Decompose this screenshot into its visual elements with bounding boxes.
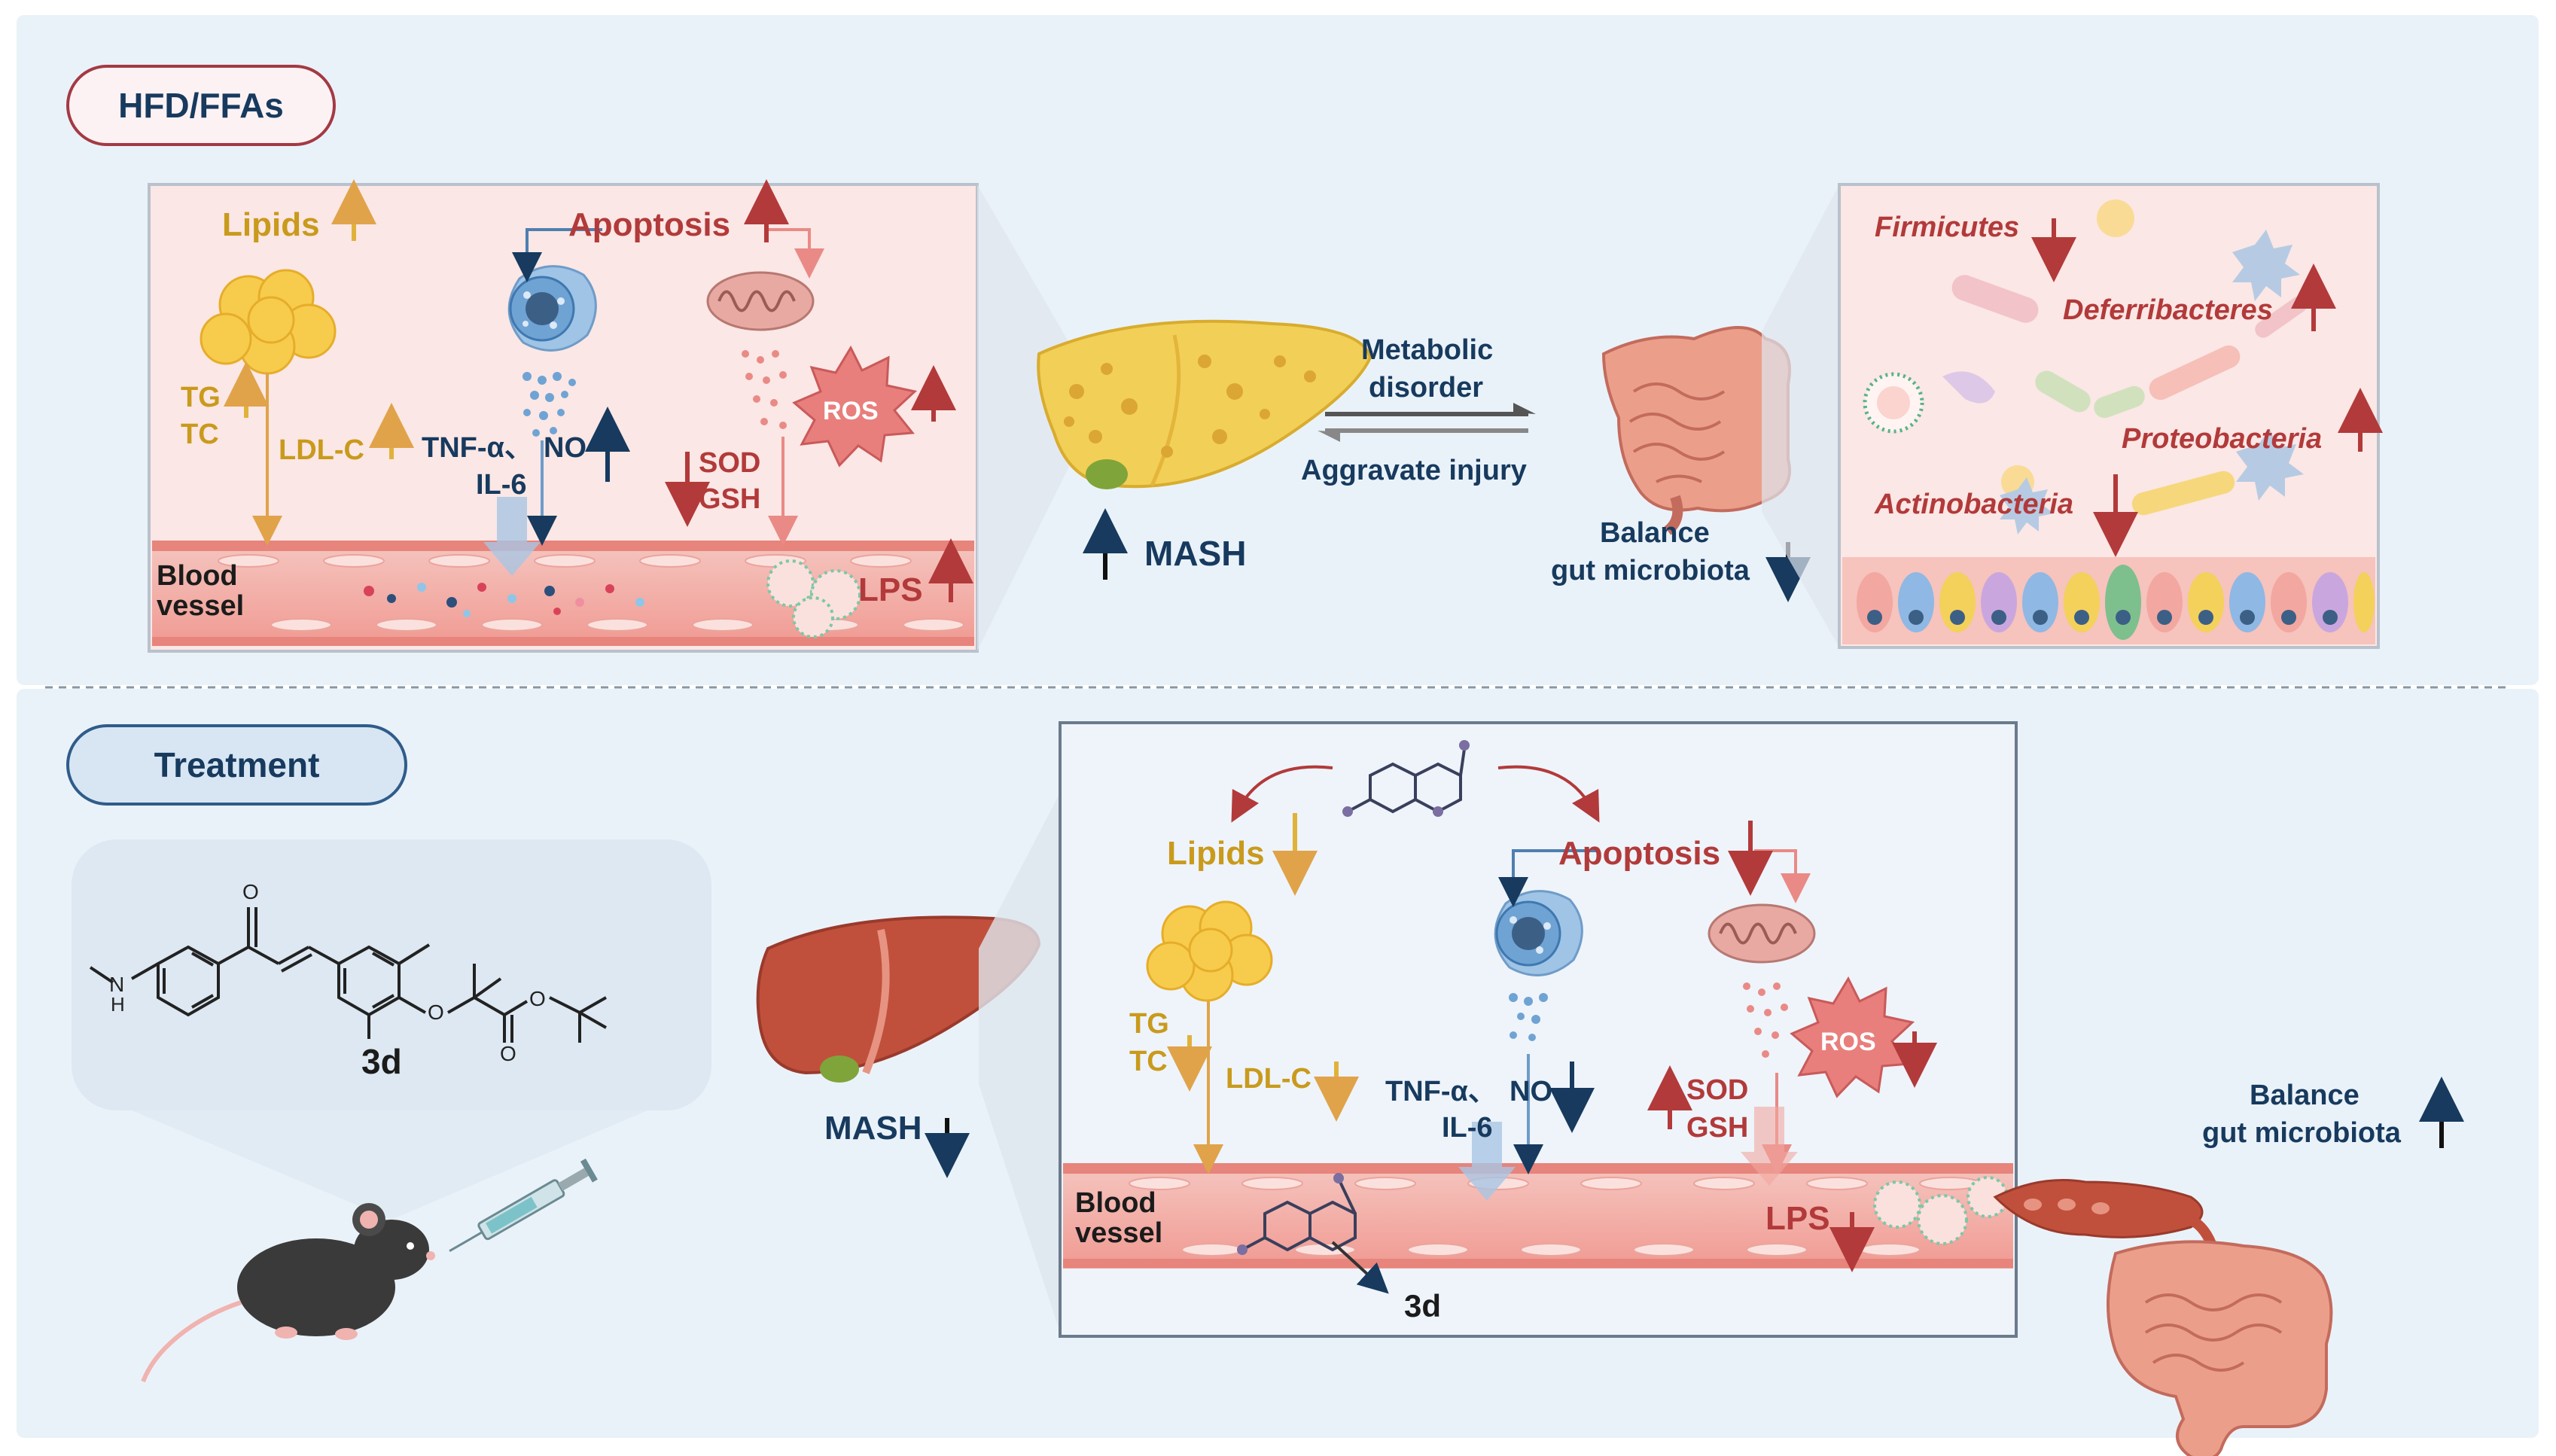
no-label-bottom: NO xyxy=(1510,1076,1552,1107)
mouse-illustration xyxy=(141,1203,435,1383)
blood-vessel-label-bottom-1: Blood xyxy=(1075,1187,1156,1219)
compound-3d-structure xyxy=(89,907,607,1043)
tnf-alpha-label-bottom: TNF-α、 xyxy=(1385,1076,1497,1107)
ldlc-label-bottom: LDL-C xyxy=(1226,1063,1312,1095)
compound-o-atom-2: O xyxy=(428,1001,444,1024)
mash-label-top: MASH xyxy=(1144,534,1247,573)
disorder-label: disorder xyxy=(1369,372,1484,404)
top-liver-panel xyxy=(148,179,1069,653)
firmicutes-label: Firmicutes xyxy=(1875,212,2020,243)
blood-vessel-label-bottom-2: vessel xyxy=(1075,1217,1163,1249)
blood-vessel-label-top-1: Blood xyxy=(157,560,238,592)
compound-n-atom: N xyxy=(109,973,125,996)
tc-label-top: TC xyxy=(181,419,219,450)
apoptosis-label-bottom: Apoptosis xyxy=(1558,835,1721,872)
treatment-liver-panel xyxy=(979,721,2018,1338)
ros-burst xyxy=(792,345,918,468)
balance-label-bottom: Balance xyxy=(2250,1080,2360,1111)
lipids-label-top: Lipids xyxy=(222,206,320,243)
tg-label-bottom: TG xyxy=(1129,1008,1169,1040)
lps-label-top: LPS xyxy=(858,571,923,608)
treatment-tag: Treatment xyxy=(66,724,407,806)
sod-label-bottom: SOD xyxy=(1686,1074,1749,1106)
hfd-ffas-label: HFD/FFAs xyxy=(118,86,284,125)
compound-o-atom-1: O xyxy=(242,880,259,903)
gut-microbiota-panel xyxy=(1762,183,2383,649)
ros-label-top: ROS xyxy=(823,397,879,425)
drug-3d-label-bottom: 3d xyxy=(1404,1288,1442,1323)
il6-label-top: IL-6 xyxy=(476,469,527,501)
tg-label-top: TG xyxy=(181,382,221,413)
gsh-label-bottom: GSH xyxy=(1686,1112,1749,1144)
aggravate-injury-label: Aggravate injury xyxy=(1301,455,1527,486)
syringe-icon xyxy=(449,1158,598,1253)
mash-label-bottom: MASH xyxy=(824,1110,922,1147)
gut-microbiota-label-bottom: gut microbiota xyxy=(2202,1117,2401,1149)
healthy-liver-illustration xyxy=(756,915,1041,1178)
compound-h-atom: H xyxy=(111,993,125,1016)
hfd-ffas-tag: HFD/FFAs xyxy=(66,65,336,146)
compound-3d-label: 3d xyxy=(361,1042,402,1081)
fatty-liver-illustration xyxy=(1037,319,1372,580)
ros-burst-bottom xyxy=(1790,976,1915,1098)
apoptosis-label-top: Apoptosis xyxy=(568,206,731,243)
gut-microbiota-label-top: gut microbiota xyxy=(1551,555,1750,586)
sod-label-top: SOD xyxy=(699,447,761,479)
ldlc-label-top: LDL-C xyxy=(279,434,364,466)
interaction-arrows xyxy=(1318,403,1536,442)
ros-label-bottom: ROS xyxy=(1820,1028,1876,1056)
compound-o-atom-3: O xyxy=(500,1042,516,1065)
actinobacteria-label: Actinobacteria xyxy=(1875,489,2073,520)
il6-label-bottom: IL-6 xyxy=(1442,1112,1493,1144)
gut-illustration-top xyxy=(1601,326,1811,602)
balance-label-top: Balance xyxy=(1600,517,1710,549)
tc-label-bottom: TC xyxy=(1129,1046,1168,1077)
compound-panel xyxy=(72,839,711,1220)
gut-illustration-bottom xyxy=(1993,1077,2464,1456)
proteobacteria-label: Proteobacteria xyxy=(2122,423,2323,455)
deferribacteres-label: Deferribacteres xyxy=(2063,294,2273,326)
blood-vessel-label-top-2: vessel xyxy=(157,590,245,622)
treatment-label: Treatment xyxy=(154,745,320,784)
lipids-label-bottom: Lipids xyxy=(1167,835,1265,872)
lps-label-bottom: LPS xyxy=(1765,1200,1830,1237)
gsh-label-top: GSH xyxy=(699,483,761,515)
tnf-alpha-label-top: TNF-α、 xyxy=(422,432,533,464)
compound-o-atom-4: O xyxy=(529,987,546,1010)
no-label-top: NO xyxy=(544,432,586,464)
metabolic-label: Metabolic xyxy=(1361,334,1494,366)
